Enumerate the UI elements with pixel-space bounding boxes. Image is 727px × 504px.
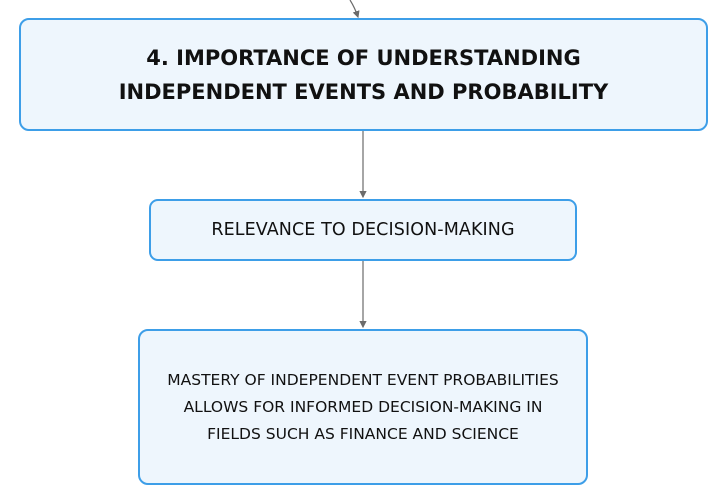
- detail-node[interactable]: MASTERY OF INDEPENDENT EVENT PROBABILITI…: [138, 329, 588, 485]
- subtopic-node[interactable]: RELEVANCE TO DECISION-MAKING: [149, 199, 577, 261]
- connector-parent-to-main: [349, 0, 360, 19]
- main-topic-node[interactable]: 4. IMPORTANCE OF UNDERSTANDING INDEPENDE…: [19, 18, 708, 131]
- detail-label: MASTERY OF INDEPENDENT EVENT PROBABILITI…: [167, 370, 559, 443]
- subtopic-label: RELEVANCE TO DECISION-MAKING: [211, 220, 515, 240]
- main-topic-label: 4. IMPORTANCE OF UNDERSTANDING INDEPENDE…: [118, 45, 609, 104]
